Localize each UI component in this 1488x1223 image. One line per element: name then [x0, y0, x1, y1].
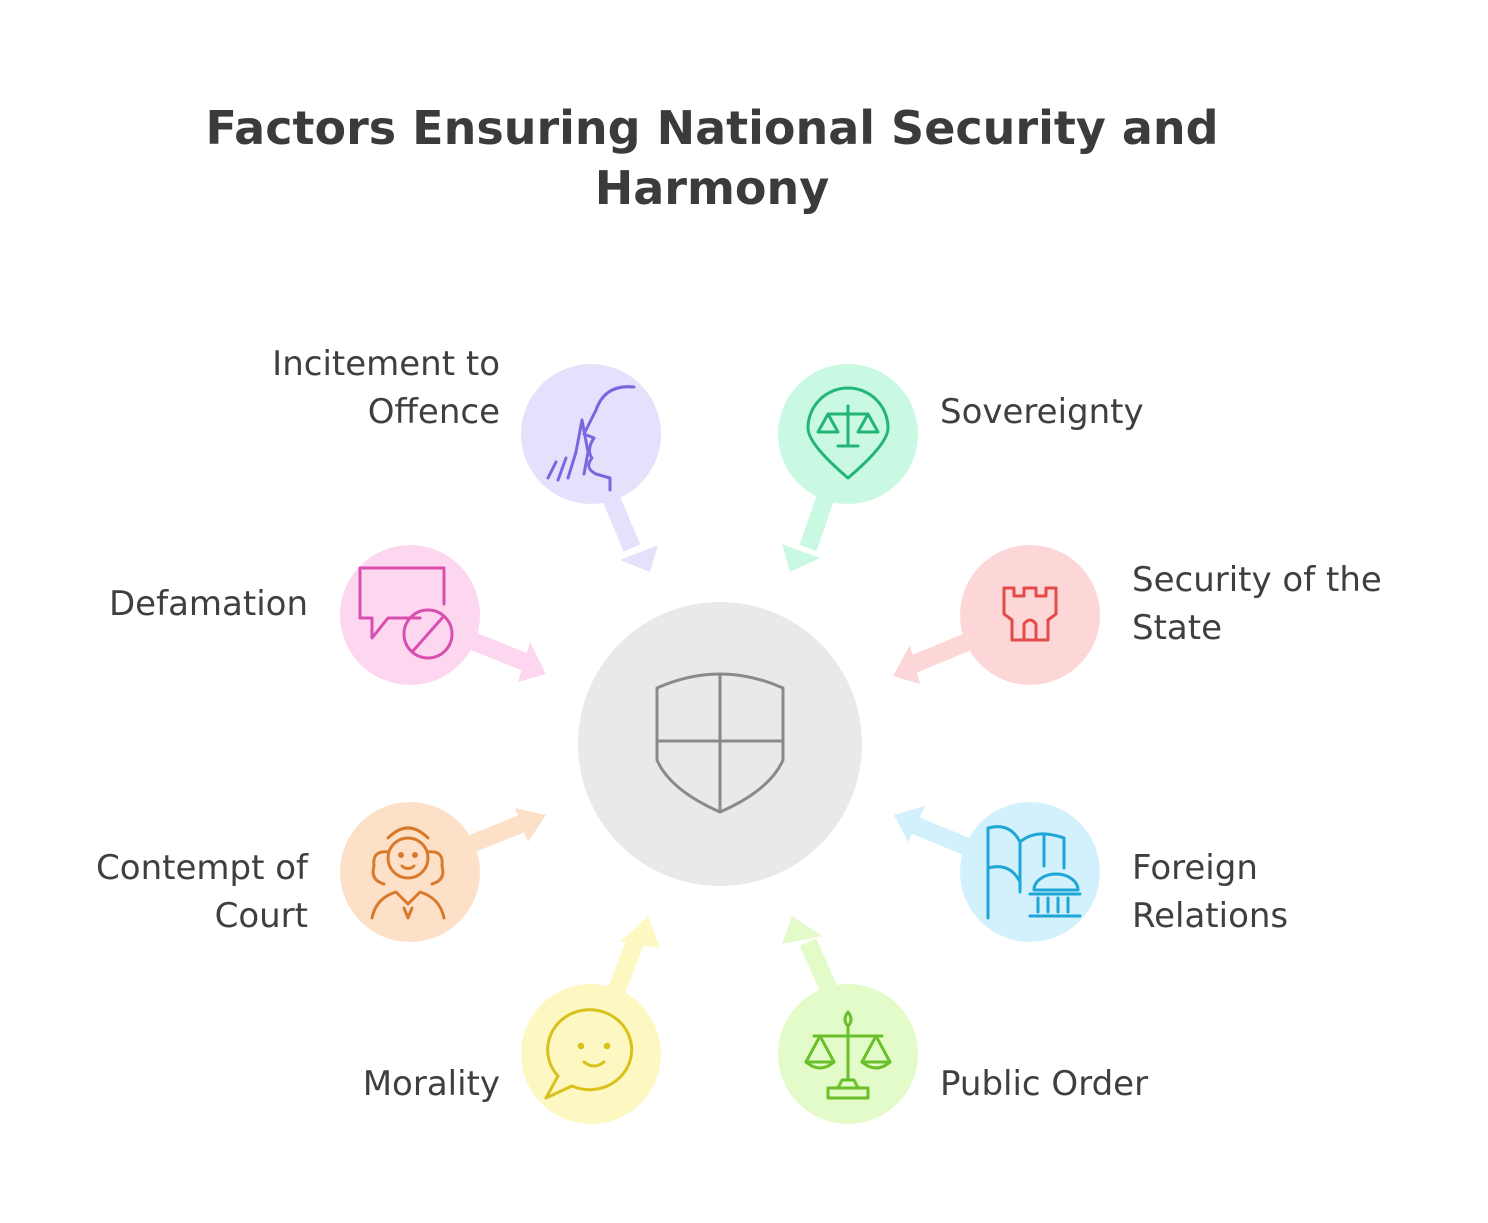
label-morality-line-1: Morality: [362, 1064, 500, 1104]
label-sovereignty: Sovereignty: [940, 388, 1144, 436]
label-defamation: Defamation: [109, 580, 308, 628]
label-sovereignty-line-1: Sovereignty: [940, 392, 1144, 432]
silence-gesture-icon: [546, 385, 636, 492]
label-incitement: Incitement to Offence: [272, 340, 500, 436]
arrow-public-order: [782, 916, 839, 996]
label-foreign-line-2: Relations: [1132, 896, 1289, 936]
arrow-morality: [607, 916, 660, 996]
label-public-order-line-1: Public Order: [940, 1064, 1149, 1104]
arrow-security: [893, 631, 976, 684]
arrow-contempt: [462, 808, 546, 855]
balance-scales-icon: [804, 1010, 892, 1100]
arrow-foreign: [894, 806, 974, 857]
label-contempt: Contempt of Court: [96, 844, 308, 940]
label-foreign-line-1: Foreign: [1132, 848, 1258, 888]
label-security-line-2: State: [1132, 608, 1222, 648]
node-security: [960, 545, 1100, 685]
label-security: Security of the State: [1132, 556, 1382, 652]
title-line-1: Factors Ensuring National Security and: [205, 101, 1219, 155]
label-defamation-line-1: Defamation: [109, 584, 308, 624]
label-public-order: Public Order: [940, 1060, 1148, 1108]
castle-tower-icon: [1002, 586, 1058, 642]
arrow-sovereignty: [782, 493, 835, 572]
node-morality: [521, 984, 661, 1124]
diagram-title: Factors Ensuring National Security and H…: [0, 98, 1424, 218]
shield-icon: [655, 672, 785, 814]
speech-bubble-prohibited-icon: [358, 566, 454, 660]
scales-location-pin-icon: [806, 386, 890, 480]
judge-icon: [370, 826, 446, 920]
label-incitement-line-2: Offence: [367, 392, 500, 432]
label-security-line-1: Security of the: [1132, 560, 1382, 600]
title-line-2: Harmony: [594, 161, 830, 215]
label-contempt-line-2: Court: [214, 896, 308, 936]
node-foreign: [960, 802, 1100, 942]
label-foreign: Foreign Relations: [1132, 844, 1288, 940]
node-contempt: [340, 802, 480, 942]
flag-government-building-icon: [986, 825, 1082, 920]
node-incitement: [521, 364, 661, 504]
arrow-incitement: [601, 492, 658, 572]
smiling-speech-bubble-icon: [544, 1008, 634, 1100]
arrow-defamation: [466, 631, 546, 682]
label-incitement-line-1: Incitement to: [272, 344, 500, 384]
label-morality: Morality: [363, 1060, 500, 1108]
label-contempt-line-1: Contempt of: [96, 848, 308, 888]
